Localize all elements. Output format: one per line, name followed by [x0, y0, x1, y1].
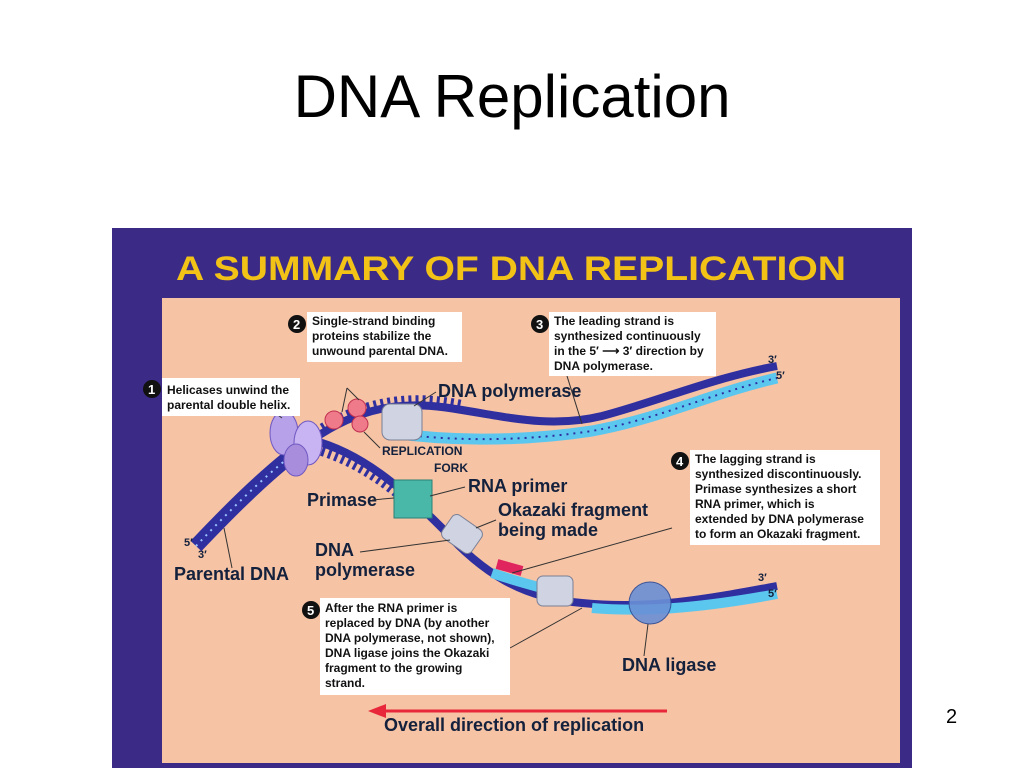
label-rna-primer: RNA primer: [468, 476, 567, 496]
callout-4-line-4: RNA primer, which is: [695, 497, 815, 511]
callout-5-line-3: DNA polymerase, not shown),: [325, 631, 495, 645]
label-dna-ligase: DNA ligase: [622, 655, 716, 675]
parental-three-prime: 3′: [198, 549, 207, 561]
direction-arrow: [368, 704, 667, 718]
helicase: [269, 410, 323, 477]
callout-1-line-1: Helicases unwind the: [167, 383, 289, 397]
callout-4-line-5: extended by DNA polymerase: [695, 512, 864, 526]
callout-4: 4 The lagging strand is synthesized disc…: [671, 450, 880, 545]
callout-4-line-6: to form an Okazaki fragment.: [695, 527, 860, 541]
label-parental-dna: Parental DNA: [174, 564, 289, 584]
label-dna-polymerase-top: DNA polymerase: [438, 381, 581, 401]
callout-3-line-3: in the 5′ ⟶ 3′ direction by: [554, 344, 704, 358]
leader-lines: [223, 375, 673, 657]
callout-5-line-5: fragment to the growing: [325, 661, 462, 675]
label-fork: FORK: [434, 461, 468, 475]
callout-4-line-1: The lagging strand is: [695, 452, 816, 466]
rna-primer-mark: [495, 559, 524, 576]
dna-ligase-shape: [628, 581, 672, 625]
callout-5-number: 5: [307, 603, 314, 618]
callout-2-line-3: unwound parental DNA.: [312, 344, 448, 358]
callout-3-line-4: DNA polymerase.: [554, 359, 653, 373]
callout-5-line-6: strand.: [325, 676, 365, 690]
label-okazaki-line-1: Okazaki fragment: [498, 500, 648, 520]
callout-4-line-2: synthesized discontinuously.: [695, 467, 861, 481]
second-polymerase: [536, 575, 574, 607]
callout-4-number: 4: [676, 454, 684, 469]
label-replication: REPLICATION: [382, 444, 462, 458]
parental-five-prime: 5′: [184, 537, 193, 549]
label-direction: Overall direction of replication: [384, 715, 644, 735]
page-number: 2: [946, 706, 958, 728]
label-primase: Primase: [307, 490, 377, 510]
label-polymerase-line-2: polymerase: [315, 560, 415, 580]
bottom-three-prime: 3′: [758, 572, 767, 584]
lagging-polymerase: [441, 514, 483, 554]
figure-title: A SUMMARY OF DNA REPLICATION: [176, 250, 846, 288]
bottom-five-prime: 5′: [768, 588, 777, 600]
primase: [393, 479, 433, 519]
callout-3-line-2: synthesized continuously: [554, 329, 701, 343]
callout-2: 2 Single-strand binding proteins stabili…: [288, 312, 462, 362]
top-three-prime: 3′: [768, 354, 777, 366]
callout-2-line-2: proteins stabilize the: [312, 329, 432, 343]
callout-5-line-2: replaced by DNA (by another: [325, 616, 490, 630]
label-dna-line-1: DNA: [315, 540, 354, 560]
callout-5-line-4: DNA ligase joins the Okazaki: [325, 646, 489, 660]
callout-2-line-1: Single-strand binding: [312, 314, 435, 328]
callout-5: 5 After the RNA primer is replaced by DN…: [302, 598, 510, 695]
slide-title: DNA Replication: [293, 63, 731, 130]
callout-3: 3 The leading strand is synthesized cont…: [531, 312, 716, 376]
single-strand-binding-proteins: [324, 398, 369, 433]
leading-polymerase: [381, 403, 423, 441]
callout-1-number: 1: [148, 382, 155, 397]
callout-1-line-2: parental double helix.: [167, 398, 290, 412]
callout-2-number: 2: [293, 317, 300, 332]
callout-3-number: 3: [536, 317, 543, 332]
callout-5-line-1: After the RNA primer is: [325, 601, 458, 615]
label-okazaki-line-2: being made: [498, 520, 598, 540]
callout-4-line-3: Primase synthesizes a short: [695, 482, 856, 496]
callout-3-line-1: The leading strand is: [554, 314, 674, 328]
dna-replication-figure: A SUMMARY OF DNA REPLICATION 5′ 3′ 3′: [112, 228, 912, 768]
callout-1: 1 Helicases unwind the parental double h…: [143, 378, 300, 416]
top-five-prime: 5′: [776, 370, 785, 382]
